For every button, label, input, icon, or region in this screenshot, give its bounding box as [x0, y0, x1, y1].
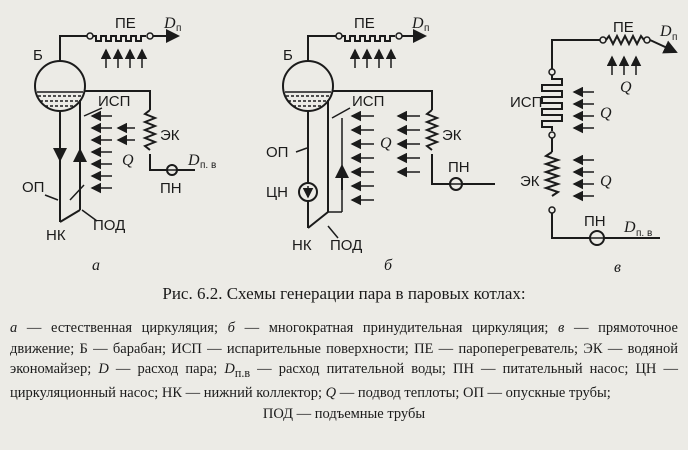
figure-legend: а — естественная циркуляция; б — многокр… — [10, 318, 678, 424]
legend-text-a: — естественная циркуляция; — [17, 320, 228, 336]
legend-key-a: а — [10, 320, 18, 336]
legend-key-dpv-sub: п.в — [234, 365, 251, 380]
label-ek-b: ЭК — [442, 127, 462, 144]
panel-label-b: б — [384, 257, 393, 274]
legend-key-b: б — [227, 320, 235, 336]
heat-arrows-isp-a — [90, 110, 135, 194]
economizer-v — [542, 151, 562, 197]
label-nk-a: НК — [46, 227, 66, 244]
legend-text-v: — прямоточное движение; Б — барабан; ИСП… — [10, 320, 678, 377]
scheme-a: ПЕ D п Б ИСП ЭК Q D п. в ПН ОП ПОД НК а — [22, 15, 216, 274]
label-cn-b: ЦН — [266, 184, 288, 201]
label-q-v-top: Q — [620, 79, 632, 96]
label-op-a: ОП — [22, 179, 44, 196]
label-dpv-v: D — [623, 219, 636, 236]
superheater-v — [605, 33, 645, 47]
label-d-v: D — [659, 23, 672, 40]
label-pn-b: ПН — [448, 159, 470, 176]
evaporator-v — [541, 75, 563, 131]
superheater-a — [93, 35, 146, 42]
panel-label-a: а — [92, 257, 100, 274]
legend-key-dpv: D — [224, 361, 235, 377]
label-pn-v: ПН — [584, 213, 606, 230]
label-b-a: Б — [33, 47, 43, 64]
label-dpv-a: D — [187, 152, 200, 169]
label-pod-a: ПОД — [93, 217, 125, 234]
label-d-b: D — [411, 15, 424, 32]
heat-arrows-isp-b — [350, 110, 420, 206]
label-nk-b: НК — [292, 237, 312, 254]
label-op-b: ОП — [266, 144, 288, 161]
legend-last-line: ПОД — подъемные трубы — [262, 405, 426, 422]
panel-label-v: в — [614, 259, 621, 276]
label-isp-v: ИСП — [510, 94, 542, 111]
superheater-b — [342, 35, 395, 42]
label-pe-v: ПЕ — [613, 19, 634, 36]
label-pe-b: ПЕ — [354, 15, 375, 32]
label-isp-b: ИСП — [352, 93, 384, 110]
label-ek-v: ЭК — [520, 173, 540, 190]
heat-arrows-pe-b — [349, 48, 397, 68]
figure-caption: Рис. 6.2. Схемы генерации пара в паровых… — [162, 284, 526, 303]
label-d-a: D — [163, 15, 176, 32]
label-pn-a: ПН — [160, 180, 182, 197]
label-q-v1: Q — [600, 105, 612, 122]
heat-arrows-pe-a — [100, 48, 148, 68]
label-dpv-sub-a: п. в — [200, 160, 216, 171]
economizer-a — [142, 109, 158, 151]
scheme-v: ПЕ D п ИСП Q Q ЭК Q ПН D п. в в — [510, 19, 678, 276]
label-isp-a: ИСП — [98, 93, 130, 110]
steam-generation-diagram: ПЕ D п Б ИСП ЭК Q D п. в ПН ОП ПОД НК а — [22, 15, 678, 276]
heat-arrows-pe-v — [606, 55, 642, 75]
legend-key-v: в — [558, 320, 565, 336]
legend-key-d: D — [98, 361, 109, 377]
drum-a — [34, 60, 86, 112]
label-d-sub-a: п — [176, 23, 181, 34]
label-b-b: Б — [283, 47, 293, 64]
label-dpv-sub-v: п. в — [636, 228, 652, 239]
label-pe-a: ПЕ — [115, 15, 136, 32]
scheme-b: ПЕ D п Б ИСП ЭК Q ПН ОП ЦН НК ПОД б — [266, 15, 495, 274]
label-q-v2: Q — [600, 173, 612, 190]
heat-arrows-isp-v — [572, 86, 594, 202]
label-q-a: Q — [122, 152, 134, 169]
label-ek-a: ЭК — [160, 127, 180, 144]
legend-key-q: Q — [325, 385, 337, 402]
label-q-b: Q — [380, 135, 392, 152]
legend-text-b: — многократная принудительная циркуляция… — [234, 320, 559, 336]
legend-text-dpv: — расход питательной воды; ПН — питатель… — [10, 361, 678, 402]
legend-text-q: — подвод теплоты; ОП — опускные трубы; — [336, 385, 611, 402]
legend-text-d: — расход пара; — [108, 361, 225, 377]
label-d-sub-v: п — [672, 32, 677, 43]
economizer-b — [424, 109, 440, 151]
label-d-sub-b: п — [424, 23, 429, 34]
drum-b — [282, 60, 334, 112]
label-pod-b: ПОД — [330, 237, 362, 254]
